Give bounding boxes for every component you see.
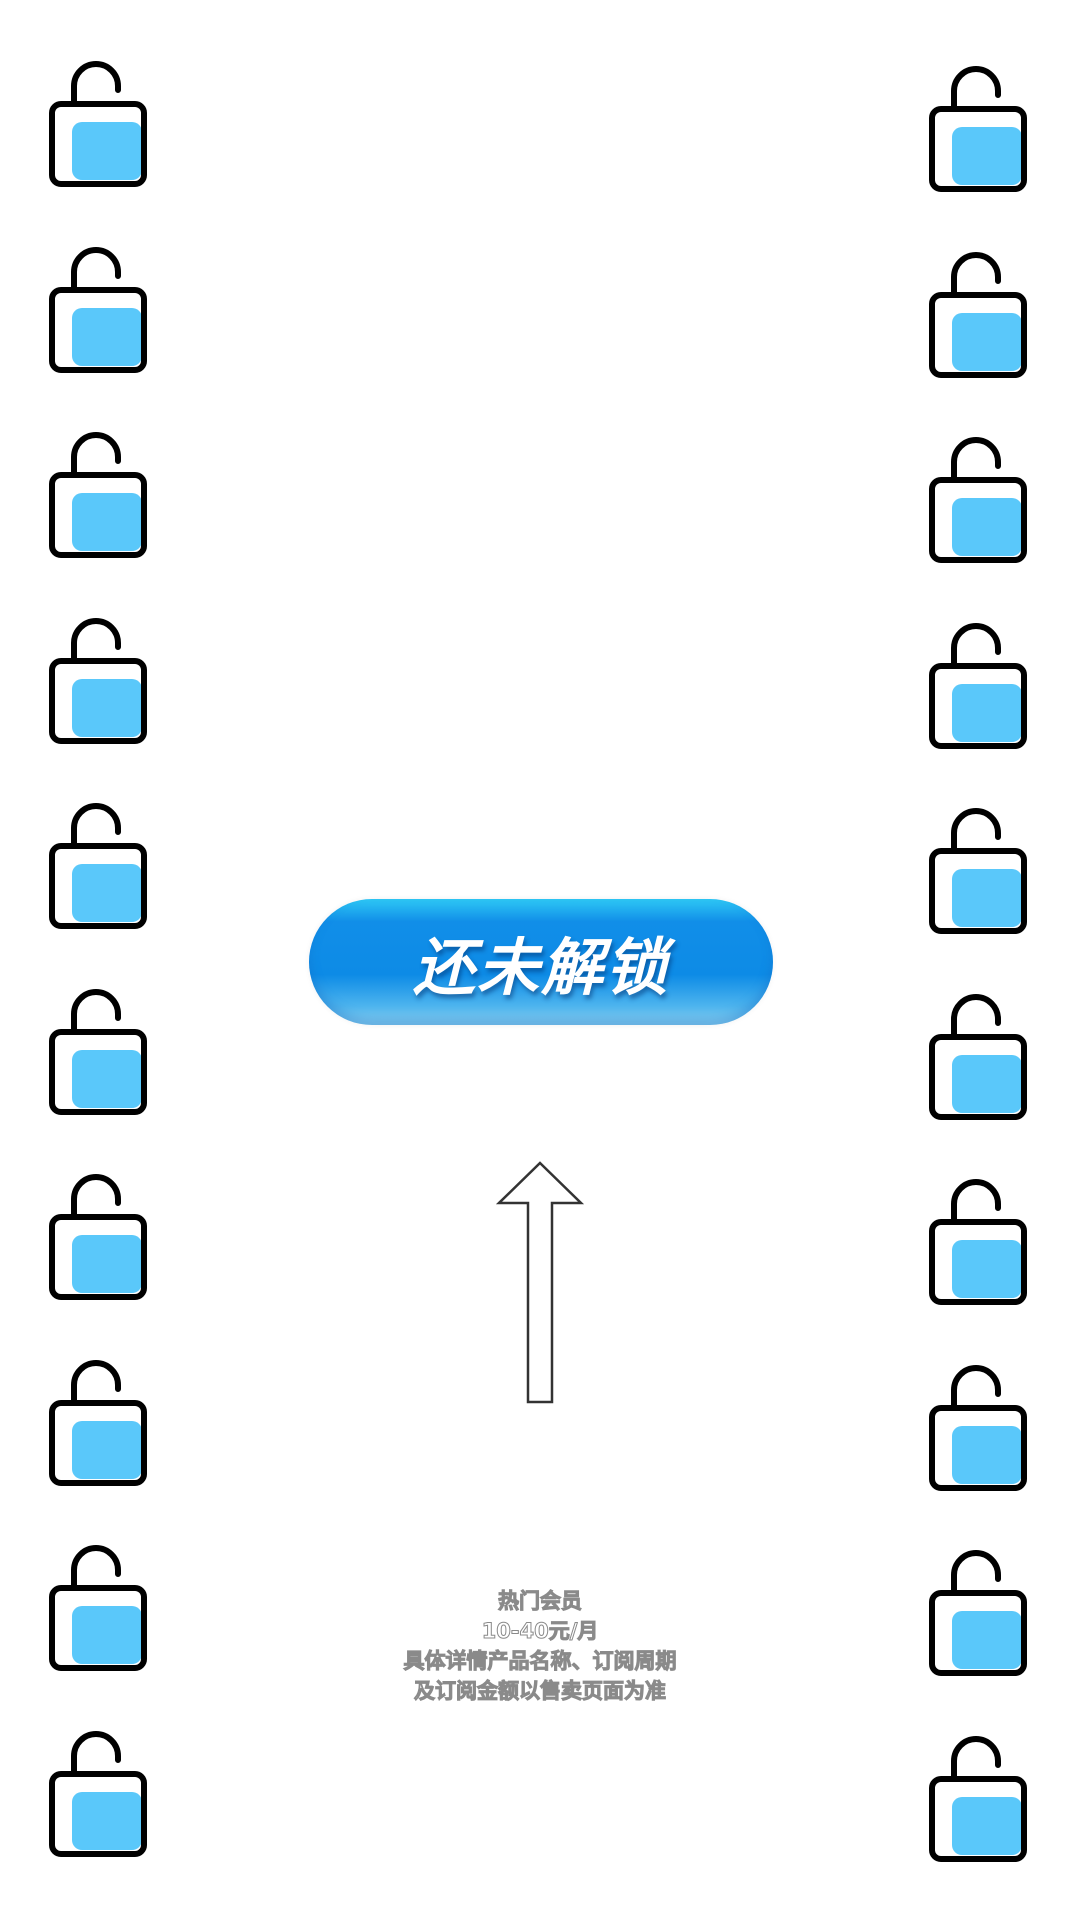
unlocked-padlock-icon: [46, 615, 150, 745]
unlock-button-label: 还未解锁: [412, 931, 669, 1004]
unlocked-padlock-icon: [926, 434, 1030, 564]
info-note-2: 及订阅金额以售卖页面为准: [414, 1679, 667, 1704]
unlocked-padlock-icon: [926, 1733, 1030, 1863]
info-price: 10-40元/月: [481, 1619, 599, 1644]
unlocked-padlock-icon: [926, 1362, 1030, 1492]
unlocked-padlock-icon: [926, 249, 1030, 379]
unlocked-padlock-icon: [926, 805, 1030, 935]
unlocked-padlock-icon: [46, 244, 150, 374]
unlocked-padlock-icon: [46, 429, 150, 559]
info-title: 热门会员: [498, 1589, 583, 1614]
unlocked-padlock-icon: [46, 1728, 150, 1858]
unlocked-padlock-icon: [926, 620, 1030, 750]
unlock-button[interactable]: 还未解锁: [309, 899, 773, 1025]
unlocked-padlock-icon: [46, 1542, 150, 1672]
unlocked-padlock-icon: [46, 800, 150, 930]
unlocked-padlock-icon: [46, 1357, 150, 1487]
membership-info: 热门会员 10-40元/月 具体详情产品名称、订阅周期 及订阅金额以售卖页面为准: [0, 1586, 1080, 1706]
unlocked-padlock-icon: [46, 1171, 150, 1301]
unlocked-padlock-icon: [926, 991, 1030, 1121]
unlocked-padlock-icon: [46, 986, 150, 1116]
info-note-1: 具体详情产品名称、订阅周期: [403, 1649, 677, 1674]
unlocked-padlock-icon: [46, 58, 150, 188]
unlocked-padlock-icon: [926, 1547, 1030, 1677]
arrow-up-icon: [496, 1161, 585, 1404]
unlocked-padlock-icon: [926, 1176, 1030, 1306]
unlocked-padlock-icon: [926, 63, 1030, 193]
